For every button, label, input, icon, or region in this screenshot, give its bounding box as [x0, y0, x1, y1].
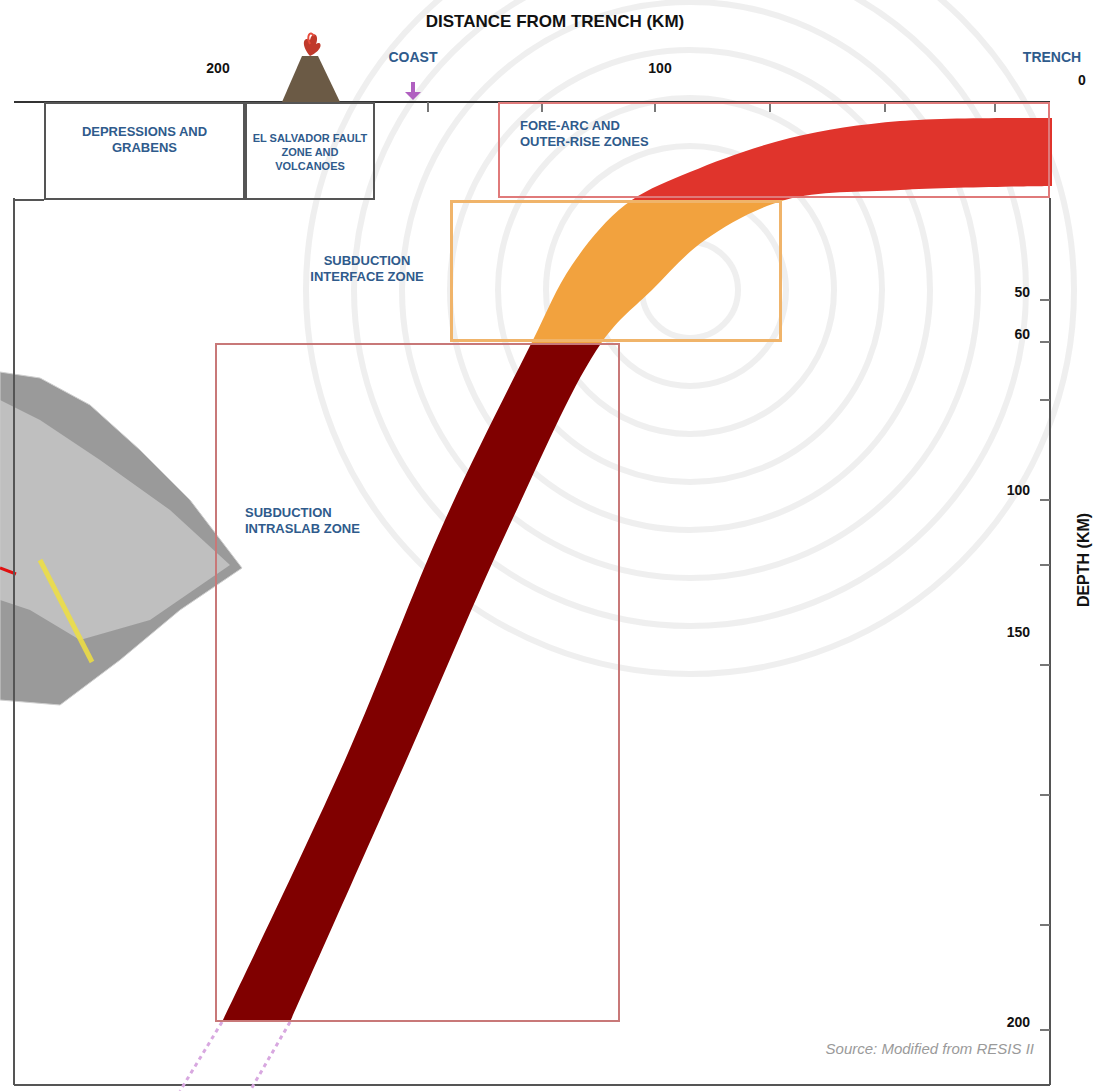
axis-tick	[1040, 564, 1050, 566]
axis-tick	[1040, 399, 1050, 401]
frame-top	[14, 199, 44, 201]
terrain-light	[0, 400, 230, 640]
axis-ticks	[428, 102, 1050, 1030]
slab-segment	[222, 200, 1052, 343]
source-note: Source: Modified from RESIS II	[826, 1040, 1034, 1057]
axis-label: 200	[1007, 1014, 1030, 1030]
zone-label: EL SALVADOR FAULT ZONE AND VOLCANOES	[249, 132, 371, 173]
terrain-relief	[0, 372, 242, 705]
axis-tick	[427, 102, 429, 112]
axis-label: 0	[1078, 72, 1086, 88]
depth-axis	[1049, 198, 1051, 1085]
axis-label: 200	[206, 60, 229, 76]
coast-arrow	[405, 82, 421, 100]
zone-label: FORE-ARC AND OUTER-RISE ZONES	[520, 118, 670, 151]
axis-title: DISTANCE FROM TRENCH (KM)	[426, 12, 684, 32]
zone-label: SUBDUCTION INTRASLAB ZONE	[245, 505, 395, 538]
zone-box: EL SALVADOR FAULT ZONE AND VOLCANOES	[245, 102, 375, 200]
slab-segment	[222, 343, 1052, 1022]
axis-title: DEPTH (KM)	[1075, 513, 1093, 607]
slab-segment	[222, 118, 1052, 200]
axis-label: 60	[1014, 326, 1030, 342]
frame-bottom	[14, 1084, 1050, 1086]
slab-continuation	[180, 1022, 222, 1091]
axis-label: TRENCH	[1023, 49, 1081, 65]
axis-tick	[1040, 341, 1050, 343]
slab-continuation	[250, 1022, 290, 1091]
axis-tick	[1040, 1029, 1050, 1031]
zone-label: SUBDUCTION INTERFACE ZONE	[297, 253, 437, 286]
frame-left	[13, 198, 15, 1085]
axis-label: 100	[1007, 482, 1030, 498]
zone-box: SUBDUCTION INTERFACE ZONE	[450, 200, 782, 342]
axis-label: 150	[1007, 624, 1030, 640]
subducting-slab	[222, 118, 1052, 1022]
zone-box: DEPRESSIONS AND GRABENS	[44, 102, 245, 200]
terrain-yellow-line	[40, 560, 92, 662]
volcano-icon	[282, 34, 340, 102]
axis-tick	[1040, 664, 1050, 666]
axis-tick	[1040, 499, 1050, 501]
axis-label: 100	[648, 60, 671, 76]
axis-tick	[1040, 794, 1050, 796]
zone-box: SUBDUCTION INTRASLAB ZONE	[215, 343, 620, 1022]
axis-tick	[1040, 924, 1050, 926]
zone-box: FORE-ARC AND OUTER-RISE ZONES	[498, 102, 1050, 198]
axis-label: 50	[1014, 284, 1030, 300]
axis-tick	[1040, 299, 1050, 301]
zone-label: DEPRESSIONS AND GRABENS	[65, 124, 225, 157]
axis-label: COAST	[389, 49, 438, 65]
